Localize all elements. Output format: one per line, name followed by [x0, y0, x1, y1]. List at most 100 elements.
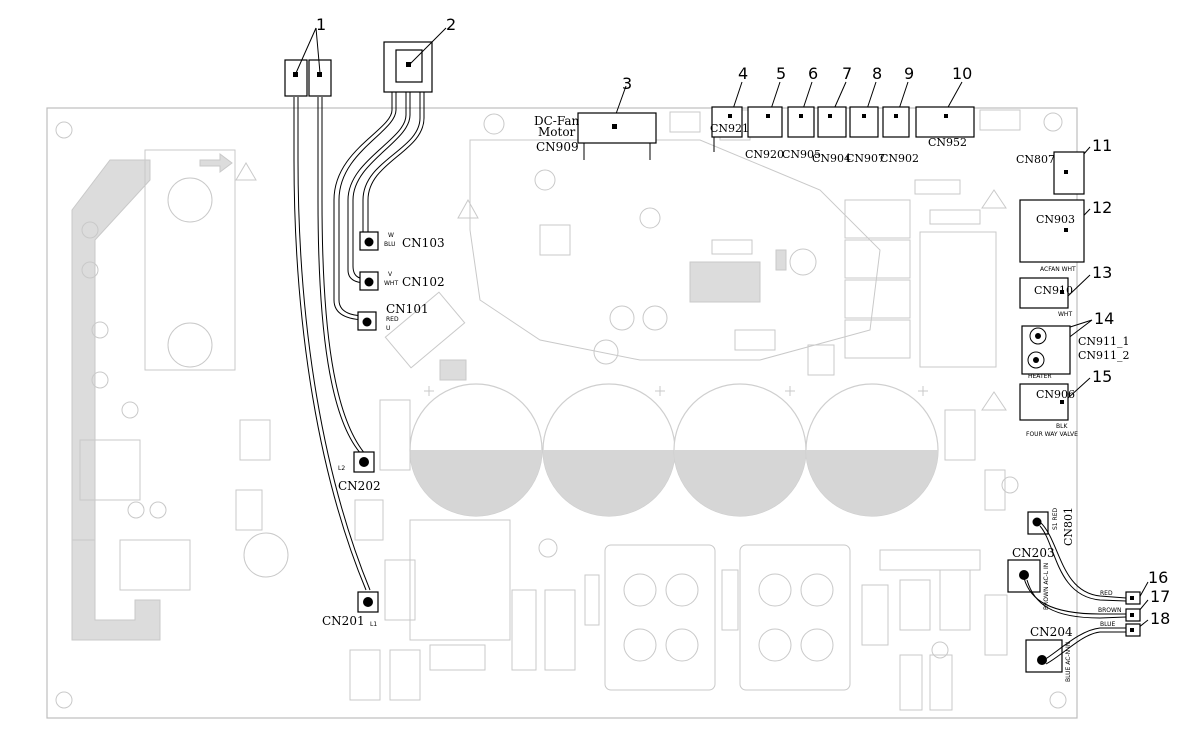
cn904-pin	[828, 114, 832, 118]
lug-17-pin	[1130, 613, 1134, 617]
cn807-label: CN807	[1016, 153, 1055, 166]
callout-11: 11	[1092, 136, 1112, 155]
cap-l7	[149, 501, 167, 519]
callout-14: 14	[1094, 309, 1114, 328]
power-input-terminals: S1 RED CN801 CN203 BROWN AC-L IN CN204 B…	[1007, 507, 1141, 682]
transformer-left	[119, 539, 191, 591]
cn903-pin	[1064, 228, 1068, 232]
cn903-label: CN903	[1036, 213, 1075, 226]
corner-hole-tl	[55, 121, 73, 139]
board-background-components	[55, 109, 1067, 711]
callout-17: 17	[1150, 587, 1170, 606]
cn202-stud	[359, 457, 369, 467]
callout-12: 12	[1092, 198, 1112, 217]
cn911-1-dot	[1035, 333, 1041, 339]
small-cap-lower	[931, 641, 949, 659]
wire-blue-b	[1045, 631, 1126, 665]
wire-red-b	[1039, 525, 1127, 602]
mounting-hole-left-bottom	[243, 532, 289, 578]
cap-c4	[639, 207, 661, 229]
cn952-label: CN952	[928, 136, 967, 149]
cn202-l2: L2	[338, 465, 345, 472]
cn101-stud	[362, 317, 372, 327]
top-connector-row: DC-Fan Motor CN909 CN921 CN920 CN905 CN9…	[534, 106, 975, 165]
mcu-chip	[539, 224, 571, 256]
cn103-label: CN103	[402, 236, 445, 250]
cn952-pin	[944, 114, 948, 118]
plug-item-1	[284, 59, 332, 97]
ic-right-2	[984, 469, 1006, 511]
cn102-label: CN102	[402, 275, 445, 289]
warning-triangle-2	[457, 198, 479, 219]
big-cap-right	[919, 231, 997, 368]
callout-13: 13	[1092, 263, 1112, 282]
ic-c2	[807, 344, 835, 376]
diode-c1	[775, 249, 787, 271]
cn801-label: CN801	[1062, 507, 1075, 546]
cap-left	[235, 489, 263, 531]
relay-lower-3	[984, 594, 1008, 656]
wire-1a-inner	[297, 97, 371, 591]
cn906-sub: FOUR WAY VALVE	[1026, 431, 1078, 438]
choke-1	[604, 544, 716, 691]
cn101-label: CN101	[386, 302, 429, 316]
connector-cn807	[1053, 151, 1085, 195]
callout-4: 4	[738, 64, 748, 83]
wire-1b-inner	[321, 97, 367, 456]
wire-blue-tag: BLUE	[1100, 621, 1116, 628]
small-ic-center	[711, 239, 753, 255]
cap-lower-11	[929, 654, 953, 711]
cn801-stud	[1032, 517, 1042, 527]
direction-arrow	[199, 153, 233, 173]
cn201-stud	[363, 597, 373, 607]
cn201-l1: L1	[370, 621, 377, 628]
corner-hole-br	[1049, 691, 1067, 709]
cn103-stud	[364, 237, 374, 247]
cn921-label: CN921	[710, 122, 749, 135]
cap-lower-4	[544, 589, 576, 671]
cn910-label: CN910	[1034, 284, 1073, 297]
corner-hole-tr	[1043, 112, 1063, 132]
callout-7: 7	[842, 64, 852, 83]
connector-cn920	[747, 106, 783, 138]
cn204-tag: BLUE AC-N IN	[1065, 642, 1072, 682]
wire-red-tag: RED	[1100, 590, 1113, 597]
resistor-lower	[429, 644, 486, 671]
connector-cn903	[1019, 199, 1085, 263]
cn909-label: CN909	[536, 140, 579, 154]
cn201-label: CN201	[322, 614, 365, 628]
callout-2: 2	[446, 15, 456, 34]
wire-1a-outer	[293, 97, 367, 591]
cn907-label: CN907	[846, 152, 885, 165]
mid-hole	[538, 538, 558, 558]
cn911-2-label: CN911_2	[1078, 349, 1130, 362]
cap-l1	[81, 221, 99, 239]
top-part-4	[914, 179, 961, 195]
small-cap-right	[1001, 476, 1019, 494]
connector-cn902	[882, 106, 910, 138]
callout-8: 8	[872, 64, 882, 83]
wire-2w-inner	[367, 92, 425, 240]
dc-fan-label: DC-Fan	[534, 114, 580, 128]
wire-brown-tag: BROWN	[1098, 607, 1121, 614]
ic-left	[79, 439, 141, 501]
leader-15	[1067, 377, 1091, 399]
connector-cn909	[577, 112, 657, 144]
choke-2-coil-b	[800, 573, 834, 607]
relay-3	[844, 279, 911, 319]
cn807-pin	[1064, 170, 1068, 174]
right-connector-column: CN807 CN903 ACFAN WHT CN910 WHT CN911_1 …	[1016, 151, 1130, 438]
plug-1b	[308, 59, 332, 97]
bulk-capacitors	[409, 383, 939, 517]
choke-1-coil-b	[665, 573, 699, 607]
plug-1b-pin	[317, 72, 322, 77]
wire-1b-outer	[317, 97, 363, 456]
cap-l5	[121, 401, 139, 419]
compressor-terminals: W BLU CN103 V WHT CN102 CN101 RED U	[357, 231, 445, 332]
fuse	[879, 549, 981, 571]
callout-numbers: 1 2 3 4 5 6 7 8 9 10 11 12 13 14 15 16 1…	[316, 15, 1170, 628]
cn920-label: CN920	[745, 148, 784, 161]
bulk-cap-c210-fill	[543, 450, 675, 516]
wire-2u-outer	[333, 92, 393, 321]
wire-harness-compressor	[293, 92, 425, 591]
